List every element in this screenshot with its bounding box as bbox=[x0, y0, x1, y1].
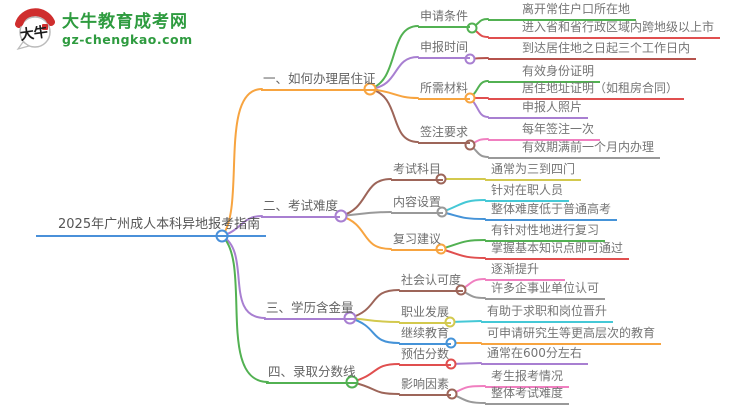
leaf-node[interactable]: 可申请研究生等更高层次的教育 bbox=[481, 326, 662, 345]
leaf-node[interactable]: 到达居住地之日起三个工作日内 bbox=[488, 41, 697, 60]
node-required-materials[interactable]: 所需材料 bbox=[418, 81, 471, 100]
leaf-node[interactable]: 通常为三到四门 bbox=[485, 162, 582, 181]
branch-admission-score[interactable]: 四、录取分数线 bbox=[266, 364, 358, 384]
leaf-node[interactable]: 离开常住户口所在地 bbox=[488, 2, 637, 21]
branch-exam-difficulty[interactable]: 二、考试难度 bbox=[261, 198, 341, 218]
node-content-setting[interactable]: 内容设置 bbox=[391, 195, 444, 214]
leaf-node[interactable]: 有助于求职和岗位晋升 bbox=[481, 304, 614, 323]
leaf-node[interactable]: 通常在600分左右 bbox=[481, 346, 588, 365]
leaf-node[interactable]: 掌握基本知识点即可通过 bbox=[485, 241, 630, 260]
leaf-node[interactable]: 考生报考情况 bbox=[485, 369, 570, 388]
node-social-recognition[interactable]: 社会认可度 bbox=[399, 273, 464, 292]
leaf-node[interactable]: 许多企事业单位认可 bbox=[485, 281, 606, 300]
logo-text: 大牛教育成考网 gz-chengkao.com bbox=[62, 12, 193, 47]
logo-title: 大牛教育成考网 bbox=[62, 11, 188, 32]
node-continuing-education[interactable]: 继续教育 bbox=[399, 326, 452, 345]
node-application-time[interactable]: 申报时间 bbox=[418, 40, 471, 59]
leaf-node[interactable]: 有效身份证明 bbox=[488, 64, 601, 83]
node-endorsement-requirements[interactable]: 签注要求 bbox=[418, 125, 471, 144]
leaf-node[interactable]: 针对在职人员 bbox=[485, 183, 570, 202]
node-influencing-factors[interactable]: 影响因素 bbox=[399, 377, 452, 396]
node-handle[interactable] bbox=[464, 53, 476, 65]
node-career-development[interactable]: 职业发展 bbox=[399, 305, 452, 324]
logo-subtitle: gz-chengkao.com bbox=[62, 31, 193, 47]
leaf-node[interactable]: 有效期满前一个月内办理 bbox=[488, 140, 661, 159]
leaf-node[interactable]: 申报人照片 bbox=[488, 100, 589, 119]
leaf-node[interactable]: 整体考试难度 bbox=[485, 386, 570, 405]
svg-text:大牛: 大牛 bbox=[19, 23, 49, 44]
daniu-logo-icon: 大牛 bbox=[15, 8, 55, 50]
leaf-node[interactable]: 整体难度低于普通高考 bbox=[485, 202, 618, 221]
root-node[interactable]: 2025年广州成人本科异地报考指南 bbox=[36, 217, 267, 237]
node-exam-subjects[interactable]: 考试科目 bbox=[391, 162, 444, 181]
branch-residence-permit[interactable]: 一、如何办理居住证 bbox=[261, 71, 378, 91]
node-estimated-score[interactable]: 预估分数 bbox=[399, 347, 452, 366]
leaf-node[interactable]: 每年签注一次 bbox=[488, 122, 601, 141]
leaf-node[interactable]: 进入省和省行政区域内跨地级以上市 bbox=[488, 20, 721, 39]
leaf-node[interactable]: 有针对性地进行复习 bbox=[485, 223, 606, 242]
leaf-node[interactable]: 居住地址证明（如租房合同） bbox=[488, 81, 685, 100]
branch-degree-value[interactable]: 三、学历含金量 bbox=[264, 300, 356, 320]
site-logo[interactable]: 大牛 大牛教育成考网 gz-chengkao.com bbox=[12, 8, 193, 50]
node-application-conditions[interactable]: 申请条件 bbox=[418, 9, 471, 28]
leaf-node[interactable]: 逐渐提升 bbox=[485, 262, 566, 281]
node-handle[interactable] bbox=[466, 22, 478, 34]
node-review-advice[interactable]: 复习建议 bbox=[391, 232, 444, 251]
